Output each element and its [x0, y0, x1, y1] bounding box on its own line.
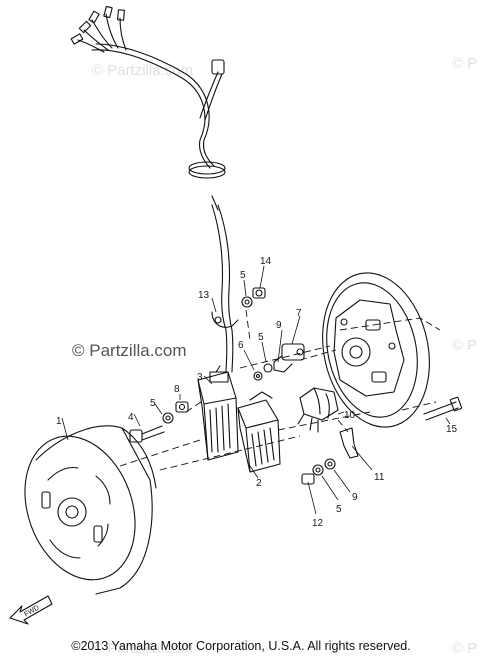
callout-2: 2 [256, 478, 262, 489]
callout-1: 1 [56, 416, 62, 427]
leader-line [261, 341, 267, 363]
callout-15: 15 [446, 424, 458, 435]
cdi-unit [237, 391, 281, 473]
callout-10: 10 [344, 410, 356, 421]
watermark-center: © Partzilla.com [72, 341, 187, 360]
assembly-line [239, 345, 331, 369]
callout-5d: 5 [336, 504, 342, 515]
callout-11: 11 [374, 472, 385, 483]
mounting-bolt [129, 401, 189, 443]
flywheel-rotor [24, 425, 157, 595]
callout-14: 14 [260, 256, 272, 267]
fwd-label: FWD [23, 604, 40, 618]
callout-8: 8 [174, 384, 180, 395]
callout-5b: 5 [240, 270, 246, 281]
pulser-coil [253, 343, 305, 381]
screw-and-washer [241, 287, 266, 308]
callout-5a: 5 [150, 398, 156, 409]
leader-line [321, 475, 339, 501]
copyright-notice: ©2013 Yamaha Motor Corporation, U.S.A. A… [71, 639, 411, 653]
callout-7: 7 [296, 308, 302, 319]
callout-5c: 5 [258, 332, 264, 343]
leader-line [351, 445, 373, 471]
assembly-line [401, 401, 437, 411]
leader-line [337, 411, 345, 415]
leader-line [333, 469, 351, 493]
leader-line [211, 297, 217, 313]
leader-line [307, 481, 317, 515]
callout-4: 4 [128, 412, 134, 423]
leader-line [259, 265, 265, 289]
callout-3: 3 [197, 372, 203, 383]
leader-line [277, 329, 283, 363]
callout-9a: 9 [276, 320, 282, 331]
leader-line [133, 413, 141, 427]
long-screw [423, 396, 463, 421]
wire-harness [70, 5, 234, 373]
watermark: © P [452, 55, 477, 72]
leader-line [243, 279, 247, 297]
leader-line [445, 417, 451, 425]
leader-line [61, 417, 69, 441]
assembly-line [299, 349, 337, 361]
watermark: © P [452, 640, 477, 657]
callout-12: 12 [312, 518, 324, 529]
charge-coil [297, 387, 339, 433]
assembly-line [185, 399, 205, 413]
watermark-layer: © Partzilla.com © P © P © Partzilla.com … [92, 55, 477, 657]
assembly-line [277, 411, 371, 431]
leader-line [291, 315, 301, 345]
coil-bracket [301, 427, 359, 485]
leader-line [249, 465, 259, 479]
forward-arrow [9, 595, 53, 625]
watermark: © Partzilla.com [92, 62, 193, 79]
leader-line [203, 375, 213, 385]
callout-6: 6 [238, 340, 244, 351]
callout-9b: 9 [352, 492, 358, 503]
leader-line [243, 349, 255, 371]
assembly-line [245, 309, 251, 341]
assembly-line [119, 439, 201, 467]
assembly-line [337, 419, 349, 433]
watermark: © Partzilla.com [92, 640, 193, 657]
callout-labels: 1 2 3 4 5 5 5 5 6 7 8 9 9 10 11 12 13 14… [56, 256, 458, 529]
watermark: © P [452, 337, 477, 354]
stator-base-plate [322, 272, 430, 428]
callout-13: 13 [198, 290, 210, 301]
assembly-line [159, 435, 301, 471]
leader-line [154, 403, 163, 415]
assembly-line [339, 317, 441, 331]
ignition-coil-unit [197, 365, 239, 461]
wire-clamp [211, 311, 239, 328]
